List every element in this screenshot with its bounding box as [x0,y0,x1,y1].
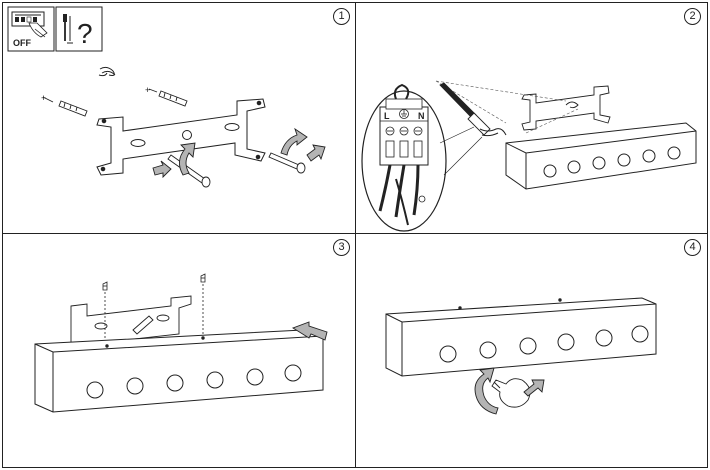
step-number-4: 4 [684,239,701,256]
step-2-panel: 2 [355,2,708,235]
mounting-bracket [96,98,266,176]
insert-arrow-icon [523,379,545,397]
screw-right [268,152,306,174]
earth-ground-icon [399,109,409,119]
step-number-1: 1 [333,8,350,25]
step-number-3: 3 [333,239,350,256]
step-4-illustration [385,297,657,415]
step-3-panel: 3 [2,233,357,468]
neutral-terminal-label: N [418,111,425,121]
wall-bracket [521,85,611,131]
light-bulb-icon [491,378,531,408]
step-1-illustration: OFF ? + [7,6,326,188]
step-1-panel: 1 OFF ? [2,2,357,235]
question-mark-icon: ? [77,18,93,49]
fixture-body [385,297,657,377]
power-switch-off-icon [11,11,48,38]
rotate-arrow-icon [179,127,308,176]
fixture-body [479,122,697,190]
svg-text:+: + [145,85,150,95]
wall-plug-right: + [145,85,188,107]
guide-lines [435,80,579,134]
screwdriver-icon [439,82,491,136]
mounting-bracket [70,295,192,347]
step-2-illustration: L N [361,80,697,232]
insert-arrow-icon [152,144,326,179]
supply-wires [98,66,116,77]
svg-text:+: + [41,93,46,103]
live-terminal-label: L [384,111,390,121]
screw-left [167,154,211,188]
step-3-illustration [34,273,328,413]
step-number-2: 2 [684,8,701,25]
fixture-body [34,329,324,413]
insert-arrow-icon [291,321,328,341]
step-4-panel: 4 [355,233,708,468]
rotate-arrow-icon [474,367,499,415]
terminal-block-zoom: L N [361,83,483,232]
switch-off-label: OFF [13,38,31,48]
fixing-screws [102,273,206,344]
wall-plug-left: + [41,93,88,117]
screwdriver-icon [63,14,73,44]
